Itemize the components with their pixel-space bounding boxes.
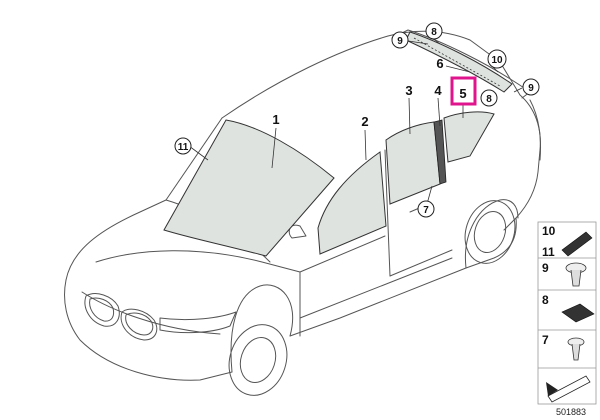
circled-label-11: 11 bbox=[174, 137, 192, 155]
push-clip-icon[interactable] bbox=[567, 337, 585, 361]
part-label-2: 2 bbox=[361, 114, 368, 129]
highlight-box-part-5[interactable] bbox=[450, 76, 477, 106]
rear-side-window-glass[interactable] bbox=[443, 111, 495, 163]
part-label-3: 3 bbox=[405, 83, 412, 98]
circled-label-7: 7 bbox=[417, 200, 435, 218]
part-label-6: 6 bbox=[436, 56, 443, 71]
arrow-symbol-icon bbox=[546, 375, 591, 403]
circled-label-9-right: 9 bbox=[522, 78, 540, 96]
adhesive-strip-icon[interactable] bbox=[561, 231, 593, 257]
rear-window-glass[interactable] bbox=[405, 31, 513, 93]
legend-label-7: 7 bbox=[542, 333, 549, 347]
front-door-glass[interactable] bbox=[317, 151, 387, 255]
part-label-1: 1 bbox=[272, 112, 279, 127]
svg-text:9: 9 bbox=[528, 83, 534, 94]
car-body-outline bbox=[64, 29, 541, 396]
legend-label-10: 10 bbox=[542, 224, 556, 238]
svg-text:11: 11 bbox=[178, 142, 189, 153]
legend-label-8: 8 bbox=[542, 293, 549, 307]
circled-label-9-top: 9 bbox=[391, 31, 409, 49]
rear-door-glass[interactable] bbox=[385, 121, 441, 205]
kidney-grille bbox=[84, 293, 158, 341]
expanding-clip-icon[interactable] bbox=[565, 262, 587, 287]
svg-text:8: 8 bbox=[431, 27, 437, 38]
circled-label-8-top: 8 bbox=[425, 22, 443, 40]
svg-text:7: 7 bbox=[423, 205, 429, 216]
legend-label-9: 9 bbox=[542, 261, 549, 275]
svg-text:10: 10 bbox=[491, 55, 503, 66]
svg-text:8: 8 bbox=[486, 94, 492, 105]
parts-legend: 10 11 9 8 7 bbox=[537, 221, 597, 405]
drawing-number: 501883 bbox=[556, 407, 586, 417]
part-label-5: 5 bbox=[459, 86, 466, 101]
circled-label-10: 10 bbox=[487, 49, 507, 69]
part-label-4: 4 bbox=[434, 83, 442, 98]
circled-label-8-right: 8 bbox=[480, 89, 498, 107]
foam-pad-icon[interactable] bbox=[561, 303, 595, 323]
legend-label-11: 11 bbox=[542, 245, 555, 259]
windscreen-glass[interactable] bbox=[163, 119, 335, 257]
svg-text:9: 9 bbox=[397, 36, 403, 47]
